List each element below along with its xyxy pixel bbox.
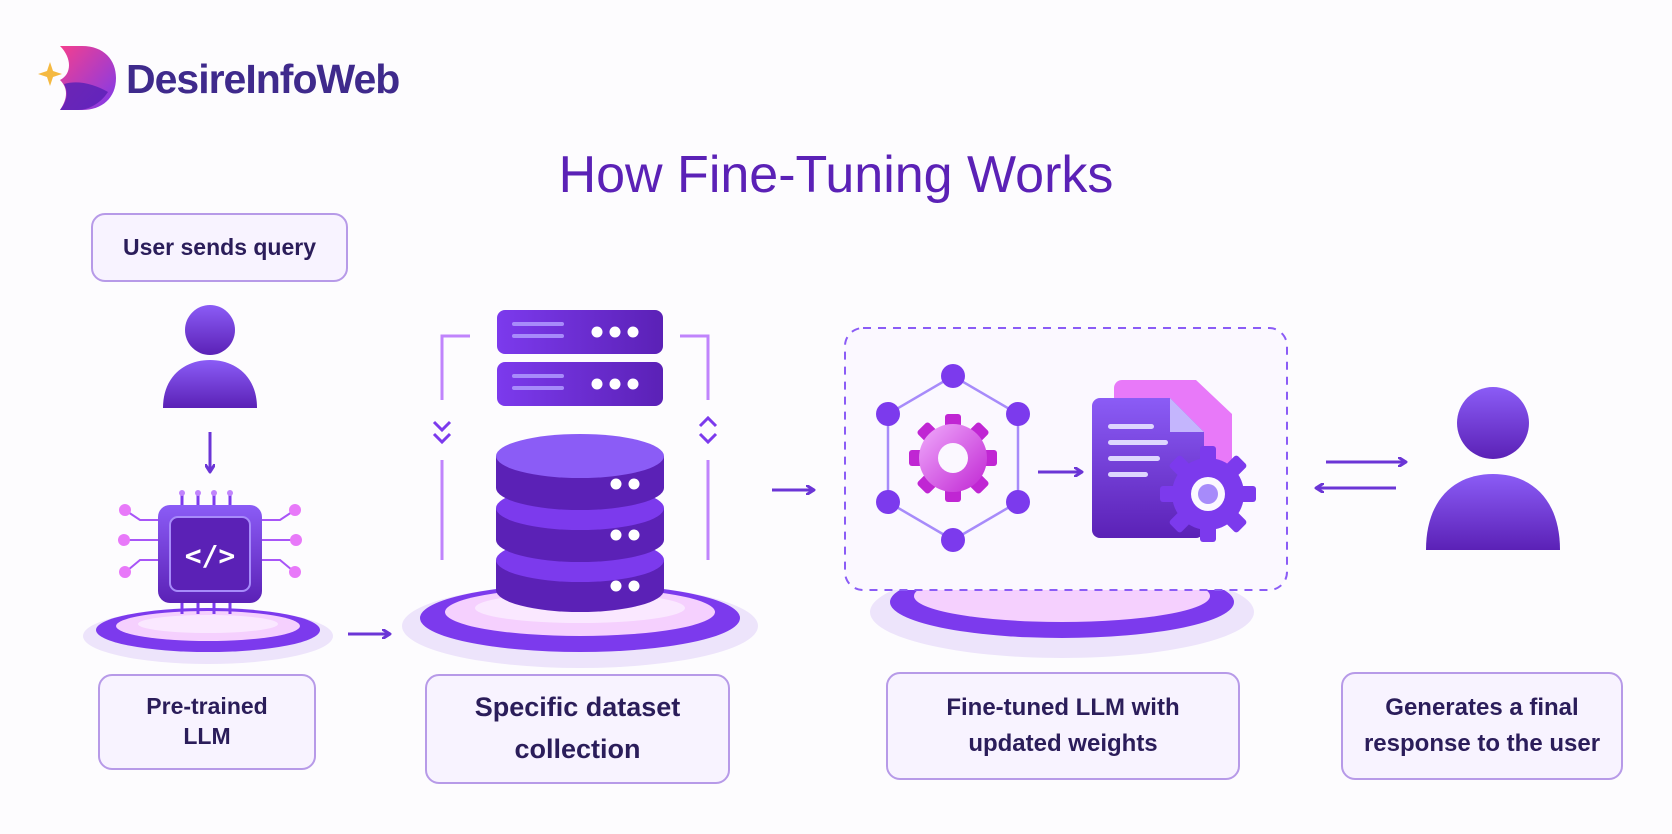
server-icon: [497, 310, 663, 406]
page-title: How Fine-Tuning Works: [558, 146, 1114, 204]
chip-platform: [83, 608, 333, 664]
step-label-line: updated weights: [968, 730, 1158, 757]
svg-text:</>: </>: [185, 539, 236, 572]
network-gear-icon: [876, 364, 1030, 552]
step-label-line: collection: [514, 734, 641, 764]
step-final-response: Generates a final response to the user: [1341, 672, 1623, 780]
chip-icon: </>: [118, 490, 302, 614]
step-label-line: response to the user: [1363, 730, 1601, 757]
user-icon: [1426, 387, 1560, 550]
step-label-line: Specific dataset: [474, 692, 681, 723]
step-label: User sends query: [122, 233, 317, 260]
step-label-line: Pre-trained: [146, 693, 268, 720]
step-user-query: User sends query: [91, 213, 348, 282]
database-icon: [496, 434, 664, 612]
dataset-bracket: [440, 334, 710, 560]
step-label-line: Generates a final: [1385, 694, 1579, 721]
step-pretrained-llm: Pre-trained LLM: [98, 674, 316, 770]
document-gear-icon: [1092, 380, 1256, 542]
step-finetuned-llm: Fine-tuned LLM with updated weights: [886, 672, 1240, 780]
step-dataset-collection: Specific dataset collection: [425, 674, 730, 784]
chevron-updown-icon: [698, 415, 718, 445]
step-label-line: Fine-tuned LLM with: [946, 694, 1180, 721]
chevron-down-icon: [432, 420, 452, 445]
logo-icon: [38, 46, 116, 110]
step-label-line: LLM: [183, 723, 231, 749]
brand-logo: DesireInfoWeb: [38, 44, 400, 114]
user-icon: [163, 305, 257, 408]
brand-name: DesireInfoWeb: [126, 55, 400, 102]
